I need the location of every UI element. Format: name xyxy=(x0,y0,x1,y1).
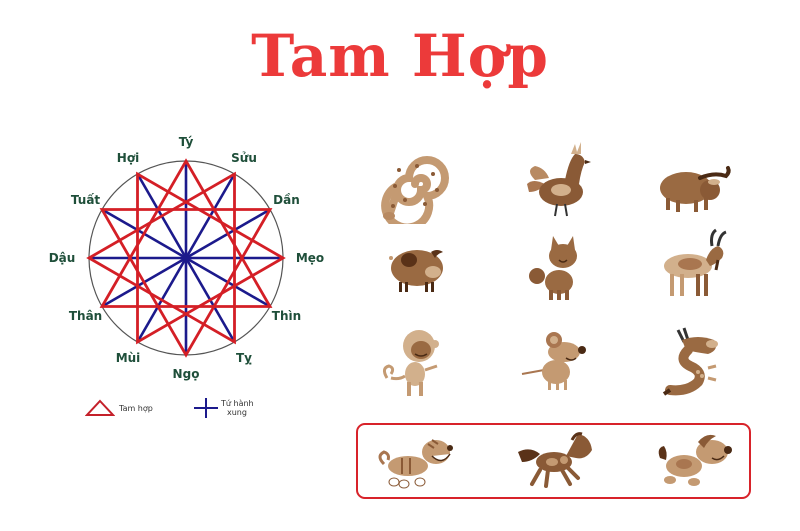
wheel-label: Thân xyxy=(68,309,103,323)
animal-grid xyxy=(360,130,780,410)
dog-icon xyxy=(650,426,740,496)
rooster-icon xyxy=(515,140,605,220)
wheel-label: Mùi xyxy=(115,351,141,366)
legend-tu-hanh-xung-label: Tứ hành xung xyxy=(221,399,254,417)
tam-hop-triangle xyxy=(99,158,273,308)
legend-tam-hop-label: Tam hợp xyxy=(119,403,153,413)
horse-icon xyxy=(510,426,600,496)
dragon-icon xyxy=(648,320,738,400)
legend-tu-hanh-xung: Tứ hành xung xyxy=(193,397,254,419)
wheel-label: Hợi xyxy=(116,150,140,165)
tam-hop-triangle xyxy=(136,171,286,345)
cross-icon xyxy=(194,398,218,418)
wheel-label: Tỵ xyxy=(235,351,253,366)
wheel-label: Ngọ xyxy=(172,367,200,381)
pig-icon xyxy=(375,230,465,310)
triangle-icon xyxy=(85,399,115,416)
ox-icon xyxy=(650,142,740,222)
legend: Tam hợp Tứ hành xung xyxy=(85,397,285,427)
legend-line-1: Tứ hành xyxy=(221,399,254,408)
wheel-label: Mẹo xyxy=(295,251,325,265)
tam-hop-triangle xyxy=(86,171,236,345)
legend-line-2: xung xyxy=(227,408,247,417)
monkey-icon xyxy=(375,322,465,402)
page-title: Tam Hợp xyxy=(251,22,549,90)
wheel-label: Thìn xyxy=(271,309,302,323)
rat-icon xyxy=(510,324,600,404)
goat-icon xyxy=(650,226,740,306)
snake-icon xyxy=(375,144,465,232)
legend-tam-hop: Tam hợp xyxy=(85,399,153,417)
wheel-label: Dần xyxy=(273,193,300,207)
tam-hop-triangle xyxy=(99,208,273,358)
wheel-graphic xyxy=(86,158,286,358)
opposition-line xyxy=(136,173,236,343)
tiger-icon xyxy=(372,426,462,496)
highlighted-group-box xyxy=(356,423,751,499)
cat-icon xyxy=(515,230,605,310)
wheel-label: Tý xyxy=(178,135,194,149)
wheel-label: Sửu xyxy=(231,150,257,165)
wheel-label: Dậu xyxy=(48,251,76,265)
wheel-label: Tuất xyxy=(70,193,101,207)
